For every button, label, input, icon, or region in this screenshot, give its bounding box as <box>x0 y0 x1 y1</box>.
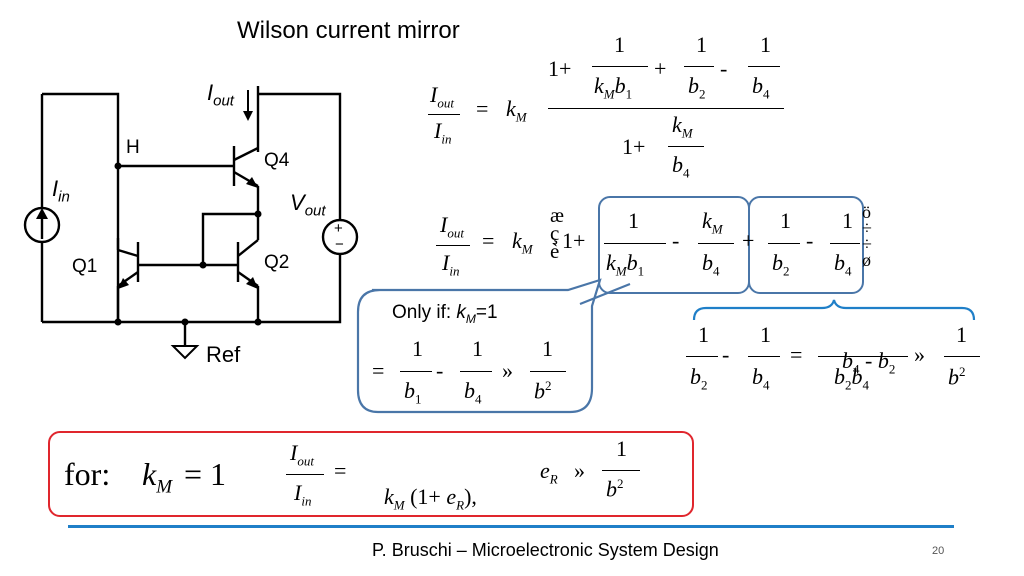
label-iin: Iin <box>52 176 70 206</box>
only-if-callout <box>356 278 602 414</box>
footer-rule <box>68 525 954 528</box>
highlight-box-right <box>748 196 864 294</box>
result-box <box>48 431 694 517</box>
label-plus: + <box>334 220 343 237</box>
label-node-h: H <box>126 137 140 158</box>
label-q4: Q4 <box>264 150 290 171</box>
label-minus: − <box>335 236 344 253</box>
only-if-label: Only if: kM=1 <box>392 302 498 326</box>
circuit-schematic <box>23 86 359 360</box>
label-q2: Q2 <box>264 252 290 273</box>
label-q1: Q1 <box>72 256 98 277</box>
callout-pointer <box>579 282 631 306</box>
label-vout: Vout <box>290 190 326 220</box>
label-ref: Ref <box>206 342 241 367</box>
slide-title: Wilson current mirror <box>237 17 460 44</box>
footer-text: P. Bruschi – Microelectronic System Desi… <box>372 540 719 560</box>
label-iout: Iout <box>207 80 234 110</box>
page-number: 20 <box>932 545 945 557</box>
curly-brace <box>692 299 976 321</box>
